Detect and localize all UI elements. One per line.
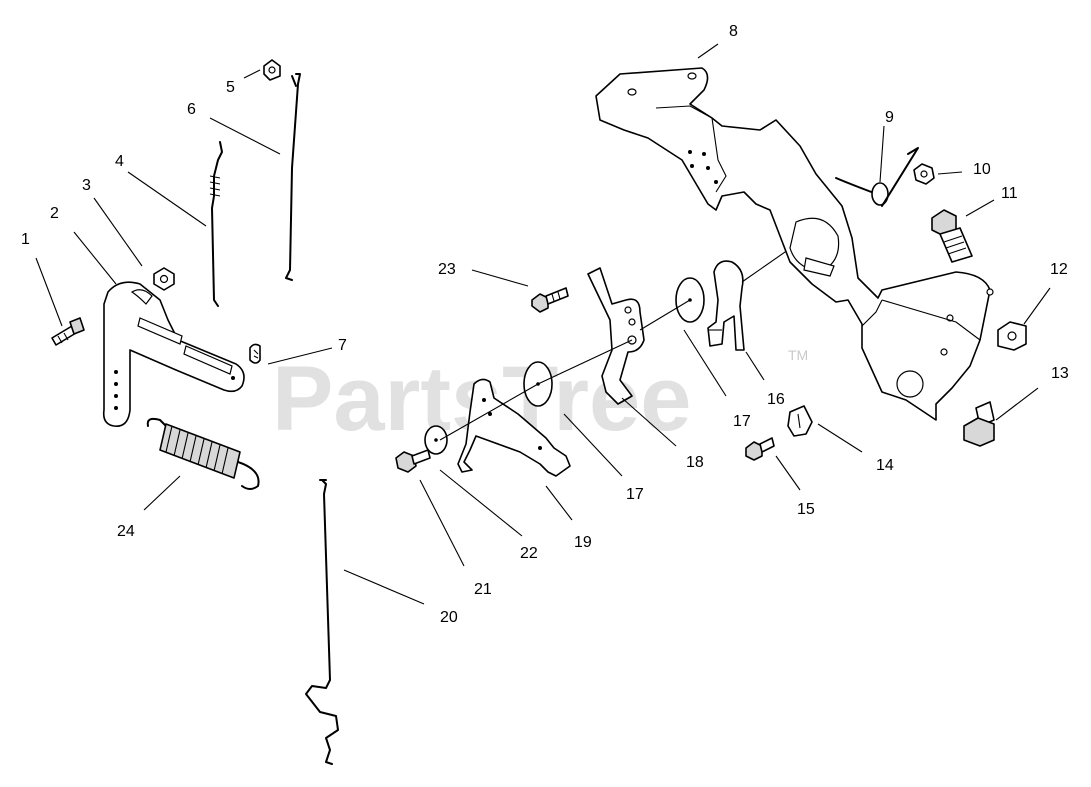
callout-12: 12 [1050,261,1068,278]
part-8-main-bracket [595,67,994,421]
callout-18: 18 [686,454,704,471]
watermark-tm: TM [788,347,808,363]
callout-11: 11 [1001,185,1018,202]
part-6-rod [285,73,301,281]
part-21-screw [395,449,431,473]
part-13-bolt [963,401,995,447]
part-24-spring [146,417,260,490]
callout-14: 14 [876,457,894,474]
part-12-nut [997,321,1027,351]
part-16-bracket [707,260,745,351]
callout-1: 1 [21,231,30,248]
callout-16: 16 [767,391,785,408]
callout-6: 6 [187,101,196,118]
callout-23: 23 [438,261,456,278]
callout-13: 13 [1051,365,1069,382]
callout-20: 20 [440,609,458,626]
callout-17b: 17 [626,486,644,503]
part-4-spring-rod [209,141,223,307]
part-20-rod [305,479,339,765]
callout-10: 10 [973,161,991,178]
callout-5: 5 [226,79,235,96]
part-10-nut [913,163,935,185]
part-14-clip [787,405,813,437]
callout-17a: 17 [733,413,751,430]
callout-22: 22 [520,545,538,562]
callout-4: 4 [115,153,124,170]
callouts: 1 2 3 4 5 6 7 8 9 10 11 12 13 14 15 16 1… [21,23,1069,626]
callout-21: 21 [474,581,492,598]
part-7-clip [249,343,261,364]
part-3-nut [153,267,175,291]
part-23-screw [531,287,569,313]
part-22-washer [424,425,448,455]
part-19-plate [457,378,571,477]
part-1-screw [51,317,85,346]
callout-19: 19 [574,534,592,551]
callout-24: 24 [117,523,135,540]
callout-7: 7 [338,337,347,354]
part-11-bolt [931,209,973,263]
callout-2: 2 [50,205,59,222]
callout-9: 9 [885,109,894,126]
part-5-clip [263,59,281,81]
leader-lines [35,43,1051,605]
part-18-lever [587,267,645,405]
part-15-screw [745,437,775,461]
part-9-spring [835,147,919,207]
callout-8: 8 [729,23,738,40]
part-2-lever [102,281,245,427]
callout-15: 15 [797,501,815,518]
callout-3: 3 [82,177,91,194]
